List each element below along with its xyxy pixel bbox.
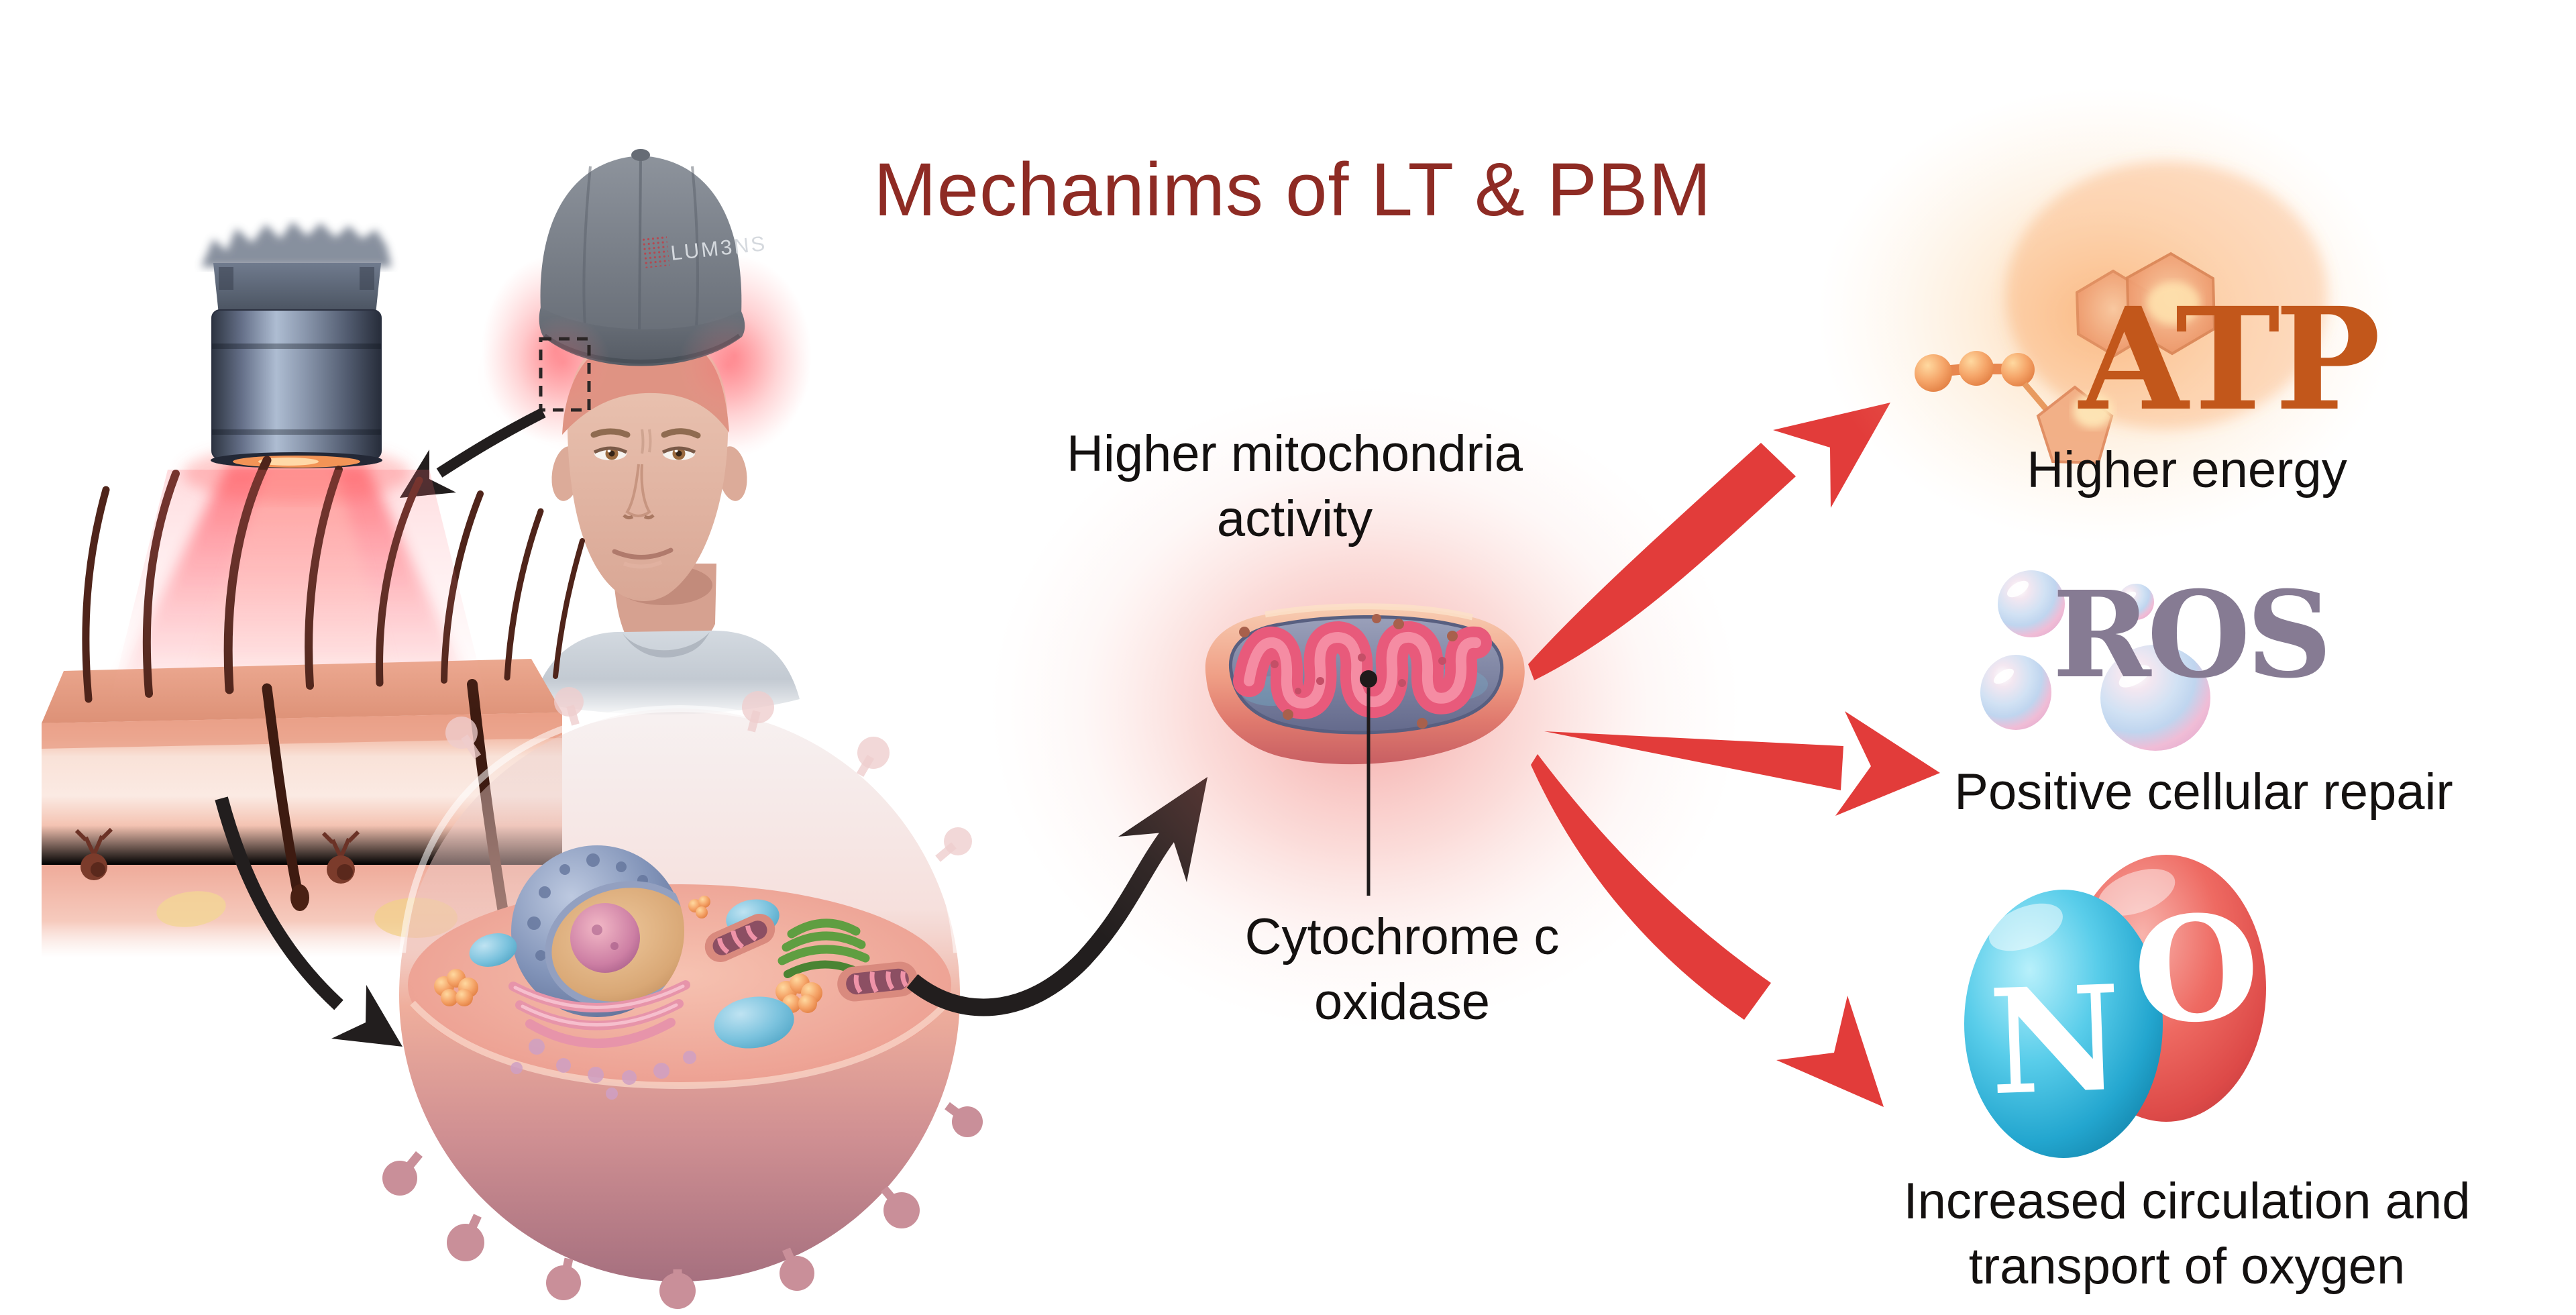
- bubble-highlight: [1993, 668, 2015, 684]
- red-arrows: [1528, 403, 1940, 1107]
- right-eye: [661, 446, 696, 460]
- device-smoke-edge: [201, 221, 392, 267]
- cylinder-groove: [212, 429, 381, 435]
- ros-bubbles: [1980, 570, 2210, 751]
- pointer-dot: [1360, 670, 1377, 688]
- cap-button: [631, 149, 650, 161]
- patient-head: [476, 149, 818, 719]
- organelle-blue: [714, 996, 794, 1049]
- nitrogen-letter: N: [1986, 953, 2125, 1128]
- nose: [625, 464, 651, 517]
- frown-line: [648, 429, 652, 453]
- cap-seam: [638, 156, 642, 331]
- cytochrome-oxidase-label: Cytochrome c oxidase: [1244, 908, 1560, 1031]
- ribosome-cluster: [688, 896, 710, 918]
- bubble-highlight: [2007, 580, 2029, 598]
- membrane-bumps-top: [445, 687, 972, 862]
- nucleolus: [570, 903, 640, 973]
- ros-outcome-label: Positive cellular repair: [1954, 764, 2453, 821]
- mitochondria-activity-label: Higher mitochondria activity: [1066, 425, 1523, 548]
- cap-seam: [691, 166, 699, 328]
- left-eye: [593, 446, 628, 460]
- cylinder-groove: [212, 344, 381, 349]
- mitochondria: [1205, 603, 1525, 896]
- left-eyebrow: [590, 428, 631, 438]
- oxygen-letter: O: [2129, 881, 2264, 1057]
- hot-spot: [2147, 282, 2200, 325]
- dome-highlight: [399, 704, 960, 953]
- ros-word: ROS: [2052, 565, 2332, 704]
- granules: [1239, 614, 1458, 729]
- arrow-to-ros: [1544, 711, 1940, 816]
- ribosome-cluster: [434, 969, 478, 1006]
- cell-mitochondrion: [837, 961, 918, 1002]
- endoplasmic-reticulum: [508, 980, 690, 1048]
- bubble: [2118, 584, 2154, 620]
- atp-word: ATP: [2079, 276, 2381, 442]
- page-title: Mechanims of LT & PBM: [873, 148, 1712, 231]
- nostrils: [623, 514, 655, 520]
- bubble-highlight: [2118, 665, 2151, 688]
- cell-mitochondrion: [704, 913, 775, 963]
- light-wash: [107, 470, 490, 711]
- cap-logo-mark: [641, 235, 670, 268]
- epidermis-band: [42, 713, 562, 749]
- device-bracket: [213, 263, 381, 314]
- lower-lip: [623, 560, 663, 569]
- right-eyebrow: [661, 428, 701, 439]
- cap-seam: [582, 166, 592, 327]
- gland: [156, 891, 226, 927]
- atp-molecule: [1818, 87, 2395, 543]
- ribosome-cluster: [775, 974, 822, 1013]
- glow-over-cap: [678, 315, 778, 416]
- led-glow-core: [258, 458, 319, 466]
- melanocyte: [321, 830, 360, 884]
- no-outcome-label: Increased circulation and transport of o…: [1903, 1173, 2471, 1296]
- phosphate-sphere: [1959, 351, 1994, 386]
- zoom-region-box: [539, 337, 591, 412]
- bracket-notch: [219, 267, 233, 290]
- er-vesicles: [511, 1039, 696, 1100]
- tshirt-collar: [623, 632, 710, 658]
- cell: [382, 687, 983, 1309]
- no-molecule: [1964, 855, 2266, 1158]
- phosphate-sphere: [2001, 353, 2035, 386]
- nitrogen-highlight: [1989, 903, 2063, 951]
- bracket-notch: [360, 267, 374, 290]
- phosphate-sphere: [1915, 354, 1952, 392]
- device-cylinder: [211, 309, 382, 460]
- bubble-highlight: [2125, 591, 2137, 600]
- cristae-spots: [1271, 653, 1446, 694]
- cut-front-lip: [410, 1000, 949, 1090]
- face: [568, 346, 729, 601]
- frown-line: [641, 429, 645, 454]
- arrow-skin-to-cell: [215, 796, 402, 1047]
- organelle-blue: [469, 933, 517, 967]
- led-device: [201, 221, 392, 468]
- nucleus: [511, 845, 684, 1017]
- nitrogen-sphere: [1964, 890, 2163, 1158]
- membrane-highlight: [1265, 603, 1474, 621]
- mouth: [612, 547, 674, 560]
- cristae-highlight: [1244, 631, 1481, 709]
- oxygen-highlight: [2098, 869, 2176, 916]
- hot-spot: [2073, 393, 2113, 428]
- atp-outcome-label: Higher energy: [2027, 441, 2347, 498]
- bubble: [1980, 655, 2051, 730]
- glow-over-cap: [517, 315, 610, 409]
- ribose-bond: [2022, 382, 2050, 413]
- arrow-to-no: [1531, 754, 1884, 1107]
- membrane-bumps-bottom: [382, 1102, 983, 1309]
- melanocyte: [74, 827, 113, 880]
